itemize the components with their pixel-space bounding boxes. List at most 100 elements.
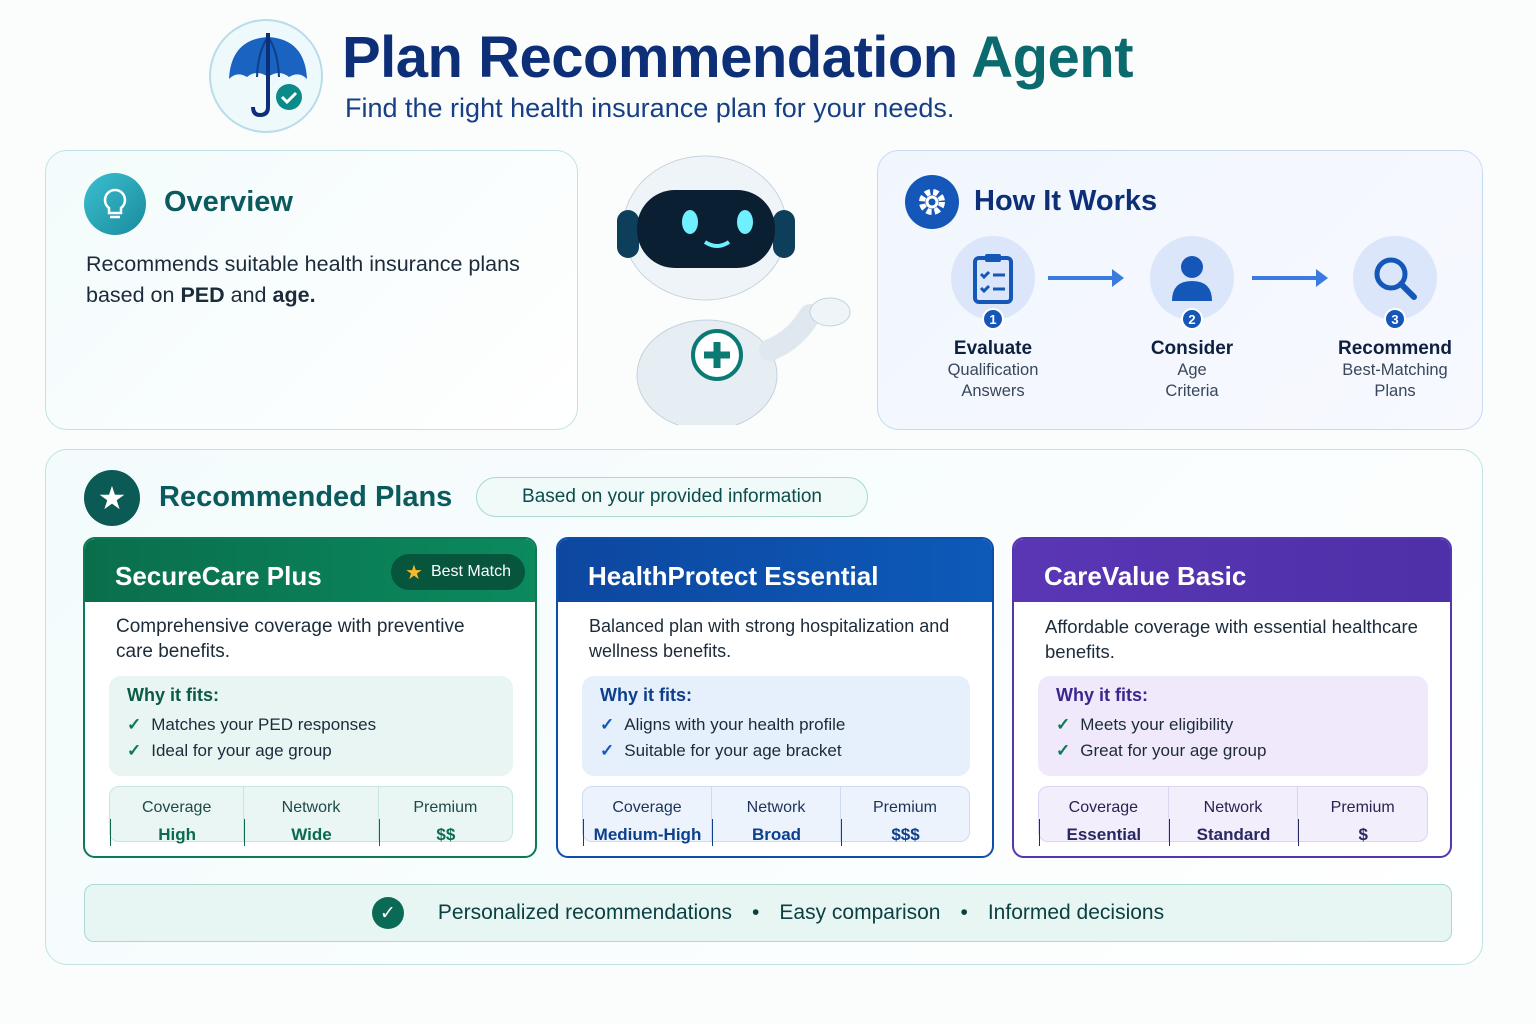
check-icon: ✓ [600,715,615,734]
step-number: 3 [1384,308,1406,330]
how-it-works-card: How It Works 1 Evaluate Qualification An… [877,150,1483,430]
step-title: Evaluate [953,338,1033,359]
footer-item: Personalized recommendations [437,901,733,924]
stat-label: Coverage [1068,799,1139,816]
step-desc-line1: Best-Matching [1342,361,1448,379]
person-icon: 2 [1150,236,1234,330]
step-title: Recommend [1337,338,1453,359]
clipboard-checklist-icon: 1 [951,236,1035,330]
separator: • [960,901,968,924]
plan-name: HealthProtect Essential [588,561,879,591]
overview-card: Overview Recommends suitable health insu… [45,150,578,430]
stat-label: Network [1203,799,1263,816]
separator: • [752,901,760,924]
stat-label: Premium [1330,799,1395,816]
reason-text: Matches your PED responses [151,715,377,734]
reason-item: ✓Ideal for your age group [127,738,495,764]
recommended-plans-section: ★ Recommended Plans Based on your provid… [45,449,1483,965]
step-title: Consider [1150,338,1234,359]
reason-item: ✓ Matches your PED responses [127,712,495,738]
umbrella-check-logo [209,19,323,133]
robot-mascot [595,150,870,431]
why-title: Why it fits: [127,685,219,705]
plan-description: Comprehensive coverage with preventive c… [116,616,465,662]
stat-value: High [110,819,243,846]
benefits-footer: ✓ Personalized recommendations • Easy co… [84,884,1452,942]
step-number: 2 [1181,308,1203,330]
why-it-fits-box: Why it fits: ✓ Meets your eligibility ✓ Gr… [1038,676,1428,776]
step-evaluate: 1 Evaluate Qualification Answers [903,236,1083,402]
why-it-fits-box: Why it fits: ✓ Matches your PED responses… [109,676,513,776]
reason-text: Ideal for your age group [151,741,332,760]
reason-text: Meets your eligibility [1080,715,1234,734]
footer-item: Easy comparison [779,901,941,924]
info-badge: Based on your provided information [476,477,868,517]
stat-value: Essential [1039,819,1168,846]
plan-description: Affordable coverage with essential healt… [1045,616,1418,662]
stat-label: Coverage [141,799,212,816]
plan-name: SecureCare Plus [115,561,322,591]
overview-title: Overview [164,186,293,218]
stat-value: $$ [378,819,512,846]
overview-bold-ped: PED [180,283,225,307]
arrow-icon [1252,269,1328,287]
why-title: Why it fits: [1056,685,1148,705]
check-icon: ✓ [1056,741,1071,760]
stat-premium: Premium$ [1297,787,1427,846]
overview-text-1: Recommends suitable health insurance pla… [86,252,520,307]
footer-item: Informed decisions [987,901,1165,924]
step-desc-line2: Plans [1374,382,1416,400]
stat-value: Wide [244,819,377,846]
check-icon: ✓ [1056,715,1071,734]
why-it-fits-box: Why it fits: ✓ Aligns with your health pr… [582,676,970,776]
stat-value: Broad [712,819,840,846]
step-desc-line1: Qualification [947,361,1039,379]
star-icon: ★ [405,561,423,584]
overview-text: Recommends suitable health insurance pla… [86,249,566,311]
stat-premium: Premium$$$ [840,787,969,846]
how-it-works-title: How It Works [974,185,1158,217]
page-subtitle: Find the right health insurance plan for… [345,93,955,123]
plan-card-carevalue-basic[interactable]: CareValue Basic Affordable coverage with… [1012,537,1452,858]
plan-card-securecare-plus[interactable]: SecureCare Plus ★ Best Match Comprehensiv… [83,537,537,858]
step-desc-line2: Criteria [1165,382,1219,400]
stat-value: Standard [1168,819,1298,846]
overview-text-3: . [309,283,316,307]
recommended-title: Recommended Plans [159,481,453,513]
stat-label: Premium [413,799,478,816]
reason-item: ✓ Aligns with your health profile [600,712,952,738]
step-number: 1 [982,308,1004,330]
check-circle-icon: ✓ [371,897,404,929]
stat-value: Medium-High [583,819,711,846]
page-title: Plan Recommendation Agent [342,24,1134,91]
reason-text: Aligns with your health profile [624,715,846,734]
overview-bold-age: age [272,283,310,307]
overview-text-2: and [224,283,273,307]
gear-icon [905,175,959,229]
check-icon: ✓ [127,715,142,734]
plan-card-healthprotect-essential[interactable]: HealthProtect Essential Balanced plan wi… [556,537,994,858]
reason-text: Great for your age group [1080,741,1267,760]
reason-item: ✓Suitable for your age bracket [600,738,952,764]
stat-label: Network [281,799,341,816]
stat-label: Network [746,799,806,816]
stat-label: Coverage [612,799,682,816]
lightbulb-icon [84,173,146,235]
check-icon: ✓ [600,741,615,760]
stat-premium: Premium $$ [377,787,512,846]
why-title: Why it fits: [600,685,692,705]
step-desc-line2: Answers [961,382,1025,400]
best-match-badge: ★ Best Match [391,554,525,590]
star-icon: ★ [84,470,140,526]
stat-value: $$$ [841,819,969,846]
best-match-label: Best Match [430,563,511,580]
step-desc-line1: Age [1177,361,1207,379]
